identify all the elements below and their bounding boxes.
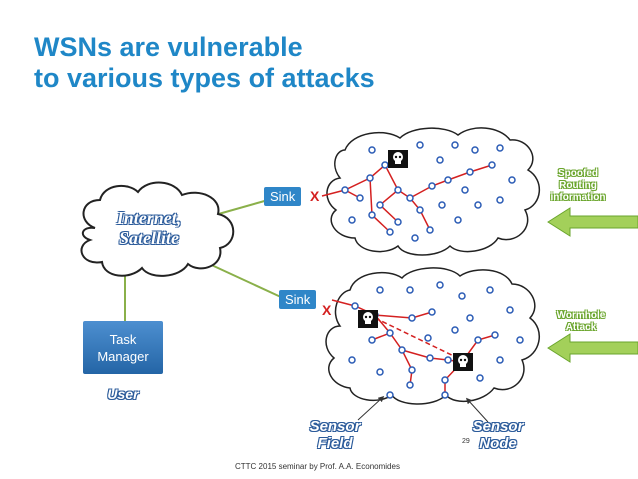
attacker-skull-icon <box>388 150 408 168</box>
internet-satellite-label: Internet, Satellite <box>103 208 195 248</box>
sensor-node-line-1: Sensor <box>472 418 524 435</box>
sensor-field-pointer <box>357 395 385 421</box>
title-line-1: WSNs are vulnerable <box>34 32 303 62</box>
spoofed-line-3: information <box>550 192 606 203</box>
internet-cloud <box>80 181 235 277</box>
sensor-node-pointer <box>465 397 489 423</box>
footer-text: CTTC 2015 seminar by Prof. A.A. Economid… <box>235 462 400 471</box>
spoofed-line-1: Spoofed <box>558 168 598 179</box>
wormhole-attack-label: Wormhole Attack <box>548 310 614 334</box>
x-mark-top: X <box>310 188 320 204</box>
spoofed-arrow-icon <box>547 207 638 237</box>
link-internet-sink-top <box>214 199 269 216</box>
wormhole-line-1: Wormhole <box>556 310 606 321</box>
sensor-field-label: Sensor Field <box>305 418 365 452</box>
sink-bottom: Sink <box>279 290 317 309</box>
task-manager-line-1: Task <box>109 331 137 347</box>
sensor-field-line-1: Sensor <box>309 418 361 435</box>
spoofed-routing-label: Spoofed Routing information <box>540 168 616 204</box>
satellite-label: Satellite <box>119 228 179 248</box>
internet-label: Internet, <box>116 208 182 228</box>
link-internet-sink-bottom <box>204 261 284 299</box>
task-manager-box: Task Manager <box>83 321 163 374</box>
x-mark-bottom: X <box>322 302 332 318</box>
sensor-cloud-top <box>326 127 540 256</box>
user-label: User <box>107 386 139 402</box>
sensor-field-line-2: Field <box>317 435 353 452</box>
sink-top: Sink <box>264 187 302 206</box>
sensor-node-label: Sensor Node <box>468 418 528 452</box>
slide-title: WSNs are vulnerable to various types of … <box>34 32 375 94</box>
wormhole-line-2: Attack <box>565 322 597 333</box>
title-line-2: to various types of attacks <box>34 63 375 93</box>
wormhole-arrow-icon <box>547 333 638 363</box>
sensor-nodes <box>341 141 524 399</box>
sensor-cloud-bottom <box>325 267 540 405</box>
attacker-skull-icon <box>358 310 378 328</box>
attacker-skull-icon <box>453 353 473 371</box>
sensor-node-line-2: Node <box>479 435 517 452</box>
task-manager-line-2: Manager <box>97 348 149 364</box>
spoofed-line-2: Routing <box>559 180 597 191</box>
page-number: 29 <box>462 438 470 445</box>
